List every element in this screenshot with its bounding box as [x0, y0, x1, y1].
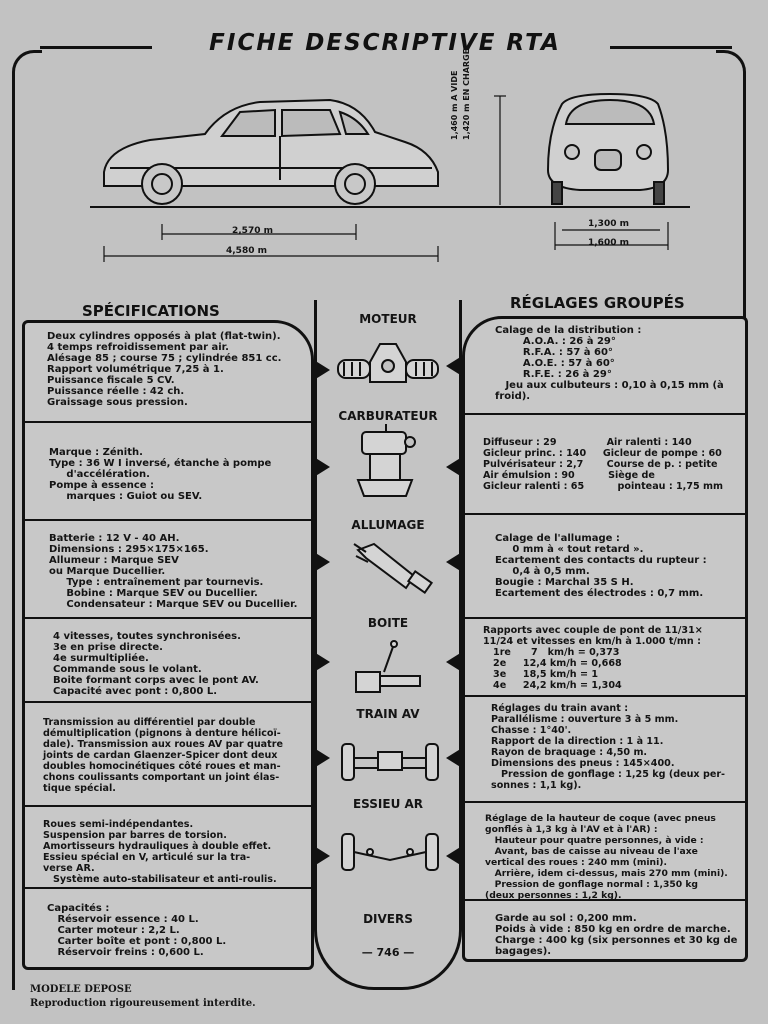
reglage-boite: Rapports avec couple de pont de 11/31× 1… — [465, 617, 745, 695]
specifications-column: Deux cylindres opposés à plat (flat-twin… — [22, 320, 314, 970]
reglage-divers: Garde au sol : 0,200 mm. Poids à vide : … — [465, 899, 745, 959]
rear-axle-icon — [341, 833, 439, 871]
spec-moteur: Deux cylindres opposés à plat (flat-twin… — [47, 331, 282, 408]
engine-icon — [337, 343, 439, 383]
car-diagram — [90, 92, 690, 262]
arrow-left-essieu-ar — [314, 846, 330, 866]
label-divers: DIVERS — [363, 912, 413, 926]
spec-allumage: Batterie : 12 V - 40 AH. Dimensions : 29… — [25, 519, 311, 617]
gearbox-icon — [355, 640, 421, 693]
car-front-view — [546, 92, 670, 205]
arrow-left-carburateur — [314, 457, 330, 477]
reglage-train-av: Réglages du train avant : Parallélisme :… — [465, 695, 745, 801]
spec-essieu-ar: Roues semi-indépendantes. Suspension par… — [25, 805, 311, 887]
reglage-allumage: Calage de l'allumage : 0 mm à « tout ret… — [465, 513, 745, 617]
spec-carburateur: Marque : Zénith. Type : 36 W I inversé, … — [25, 421, 311, 519]
ignition-coil-icon — [353, 542, 434, 595]
footer-model-notice: MODELE DEPOSE — [30, 984, 132, 995]
specifications-heading: SPÉCIFICATIONS — [82, 302, 220, 320]
front-axle-icon — [341, 743, 439, 781]
reglages-column: Calage de la distribution : A.O.A. : 26 … — [462, 316, 748, 962]
car-side-view — [103, 98, 439, 205]
label-carburateur: CARBURATEUR — [338, 409, 438, 423]
title-rule-right — [610, 46, 732, 49]
arrow-left-moteur — [314, 360, 330, 380]
arrow-right-essieu-ar — [446, 846, 462, 866]
arrow-right-allumage — [446, 552, 462, 572]
dim-height-loaded: 1,420 m EN CHARGE — [462, 48, 471, 140]
dim-length: 4,580 m — [226, 246, 267, 256]
reglages-heading: RÉGLAGES GROUPÉS — [510, 294, 685, 312]
label-boite: BOITE — [367, 616, 409, 630]
center-column — [314, 300, 462, 990]
dim-width: 1,600 m — [588, 238, 629, 248]
label-moteur: MOTEUR — [359, 312, 417, 326]
title-rule-left — [40, 46, 152, 49]
arrow-right-boite — [446, 652, 462, 672]
reglage-carburateur: Diffuseur : 29 Air ralenti : 140 Gicleur… — [465, 413, 745, 513]
arrow-right-carburateur — [446, 457, 462, 477]
footer-copyright-notice: Reproduction rigoureusement interdite. — [30, 998, 256, 1009]
spec-boite: 4 vitesses, toutes synchronisées. 3e en … — [25, 617, 311, 701]
arrow-right-train-av — [446, 748, 462, 768]
reglage-essieu-ar: Réglage de la hauteur de coque (avec pne… — [465, 801, 745, 901]
dim-track: 1,300 m — [588, 219, 629, 229]
page-title: FICHE DESCRIPTIVE RTA — [209, 30, 561, 56]
arrow-right-moteur — [446, 356, 462, 376]
arrow-left-allumage — [314, 552, 330, 572]
component-icons — [337, 343, 439, 871]
carburetor-icon — [356, 424, 416, 497]
dim-height-empty: 1,460 m A VIDE — [450, 70, 459, 140]
label-allumage: ALLUMAGE — [351, 518, 425, 532]
label-train-av: TRAIN AV — [356, 707, 420, 721]
dim-wheelbase: 2,570 m — [232, 226, 273, 236]
label-essieu-ar: ESSIEU AR — [352, 797, 424, 811]
spec-divers: Capacités : Réservoir essence : 40 L. Ca… — [25, 887, 311, 967]
page-number: — 746 — — [361, 946, 415, 959]
arrow-left-train-av — [314, 748, 330, 768]
spec-train-av: Transmission au différentiel par double … — [25, 701, 311, 805]
frame-left — [12, 50, 42, 990]
arrow-left-boite — [314, 652, 330, 672]
reglage-moteur: Calage de la distribution : A.O.A. : 26 … — [495, 325, 724, 402]
